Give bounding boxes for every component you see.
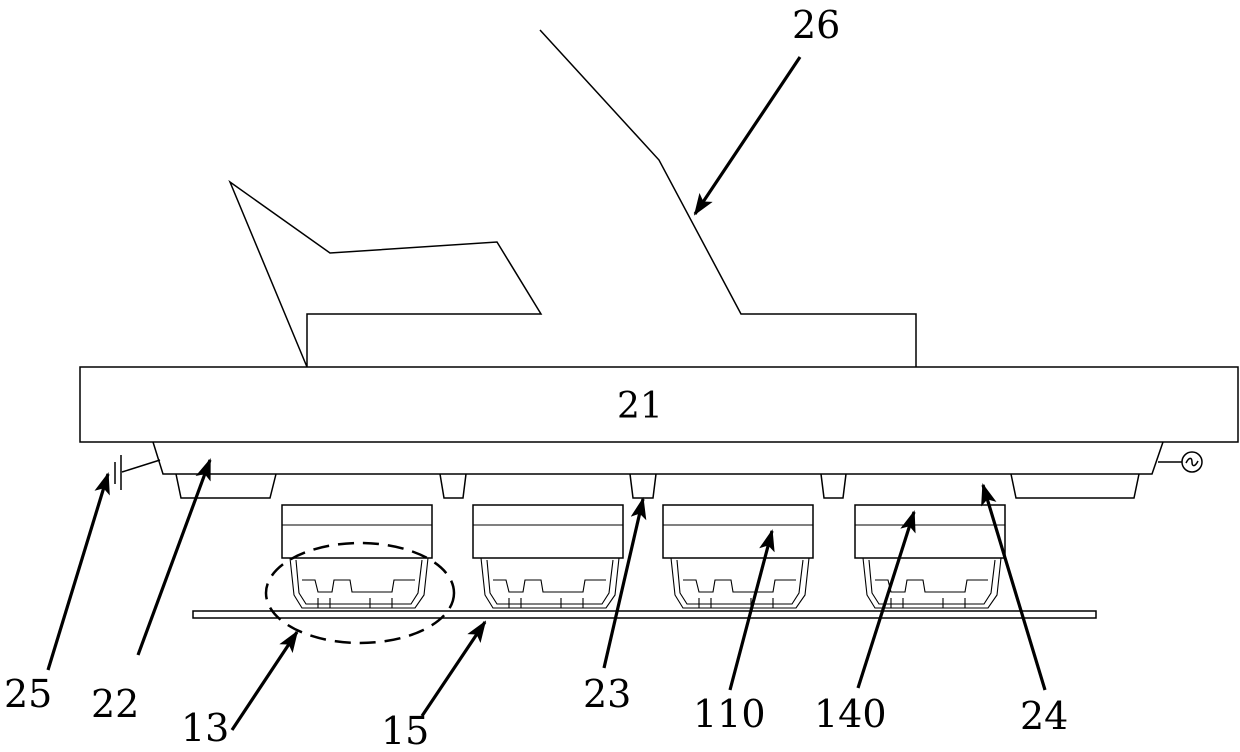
leader-arrows (48, 57, 1045, 730)
label-25: 25 (4, 672, 52, 716)
arrow-24 (983, 485, 1045, 690)
arrow-13 (232, 632, 297, 730)
label-140: 140 (814, 692, 887, 736)
module-block-2 (473, 505, 623, 608)
holder-22 (153, 442, 1163, 474)
ground-symbol-25 (115, 455, 160, 490)
module-block-1 (282, 505, 432, 608)
arrow-25 (48, 474, 108, 670)
arrow-22 (138, 460, 210, 655)
label-21: 21 (617, 386, 663, 427)
label-110: 110 (693, 692, 766, 736)
ac-source-symbol (1158, 452, 1202, 472)
holder-feet (176, 474, 1139, 498)
arrow-26 (695, 57, 800, 214)
module-block-3 (663, 505, 813, 608)
arrow-15 (422, 622, 485, 716)
label-23: 23 (583, 672, 631, 716)
label-26: 26 (792, 3, 840, 47)
circuit-board-15 (193, 611, 1096, 618)
label-13: 13 (181, 706, 229, 750)
handle-arm (230, 30, 916, 367)
label-22: 22 (91, 682, 139, 726)
arrow-140 (858, 512, 914, 688)
module-block-4 (855, 505, 1005, 608)
label-24: 24 (1020, 694, 1068, 738)
label-15: 15 (381, 709, 429, 752)
